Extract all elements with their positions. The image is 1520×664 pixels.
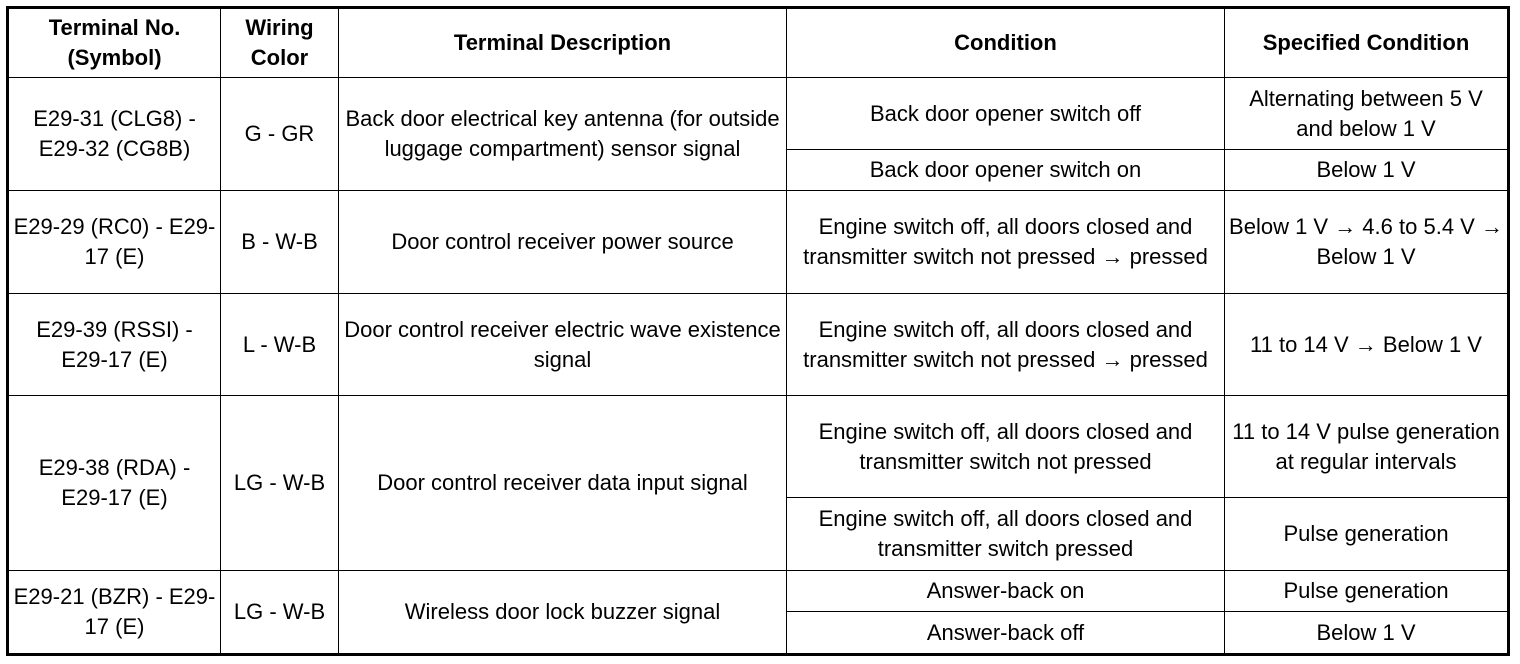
specified-condition-cell: Below 1 V bbox=[1224, 611, 1509, 655]
condition-cell: Answer-back on bbox=[786, 570, 1225, 612]
specified-condition-cell: Pulse generation bbox=[1224, 570, 1509, 612]
wiring-color-cell: B - W-B bbox=[220, 190, 339, 294]
description-cell: Door control receiver data input signal bbox=[338, 395, 787, 571]
specified-condition-cell: Below 1 V bbox=[1224, 149, 1509, 191]
table-row: Engine switch off, all doors closed and … bbox=[8, 497, 1509, 571]
condition-cell: Engine switch off, all doors closed and … bbox=[786, 190, 1225, 294]
terminal-cell: E29-29 (RC0) - E29-17 (E) bbox=[7, 190, 221, 294]
condition-cell: Engine switch off, all doors closed and … bbox=[786, 497, 1225, 571]
condition-cell: Answer-back off bbox=[786, 611, 1225, 655]
terminal-cell: E29-21 (BZR) - E29-17 (E) bbox=[7, 570, 221, 655]
wiring-color-cell: L - W-B bbox=[220, 293, 339, 396]
terminal-cell: E29-38 (RDA) - E29-17 (E) bbox=[7, 395, 221, 571]
description-cell: Door control receiver power source bbox=[338, 190, 787, 294]
description-cell: Wireless door lock buzzer signal bbox=[338, 570, 787, 655]
condition-cell: Back door opener switch off bbox=[786, 77, 1225, 150]
table-row: E29-38 (RDA) - E29-17 (E) LG - W-B Door … bbox=[7, 395, 1509, 571]
specified-condition-cell: Alternating between 5 V and below 1 V bbox=[1224, 77, 1509, 150]
header-condition: Condition bbox=[786, 7, 1225, 78]
wiring-color-cell: G - GR bbox=[220, 77, 339, 191]
specified-condition-cell: Pulse generation bbox=[1224, 497, 1509, 571]
terminal-cell: E29-39 (RSSI) - E29-17 (E) bbox=[7, 293, 221, 396]
wiring-color-cell: LG - W-B bbox=[220, 395, 339, 571]
terminal-table: Terminal No. (Symbol) Wiring Color Termi… bbox=[6, 6, 1510, 656]
header-terminal-description: Terminal Description bbox=[338, 7, 787, 78]
table-row: E29-29 (RC0) - E29-17 (E) B - W-B Door c… bbox=[7, 190, 1509, 294]
header-specified-condition: Specified Condition bbox=[1224, 7, 1509, 78]
description-cell: Door control receiver electric wave exis… bbox=[338, 293, 787, 396]
header-wiring-color: Wiring Color bbox=[220, 7, 339, 78]
table-row: Answer-back off Below 1 V bbox=[8, 611, 1509, 655]
condition-cell: Engine switch off, all doors closed and … bbox=[786, 395, 1225, 498]
condition-cell: Engine switch off, all doors closed and … bbox=[786, 293, 1225, 396]
table-row: E29-21 (BZR) - E29-17 (E) LG - W-B Wirel… bbox=[7, 570, 1509, 655]
wiring-color-cell: LG - W-B bbox=[220, 570, 339, 655]
description-cell: Back door electrical key antenna (for ou… bbox=[338, 77, 787, 191]
table-row: E29-39 (RSSI) - E29-17 (E) L - W-B Door … bbox=[7, 293, 1509, 396]
header-terminal: Terminal No. (Symbol) bbox=[7, 7, 221, 78]
header-row: Terminal No. (Symbol) Wiring Color Termi… bbox=[7, 7, 1509, 78]
specified-condition-cell: 11 to 14 V → Below 1 V bbox=[1224, 293, 1509, 396]
table-row: Back door opener switch on Below 1 V bbox=[8, 149, 1509, 191]
specified-condition-cell: 11 to 14 V pulse generation at regular i… bbox=[1224, 395, 1509, 498]
condition-cell: Back door opener switch on bbox=[786, 149, 1225, 191]
terminal-cell: E29-31 (CLG8) - E29-32 (CG8B) bbox=[7, 77, 221, 191]
specified-condition-cell: Below 1 V → 4.6 to 5.4 V → Below 1 V bbox=[1224, 190, 1509, 294]
table-row: E29-31 (CLG8) - E29-32 (CG8B) G - GR Bac… bbox=[7, 77, 1509, 191]
